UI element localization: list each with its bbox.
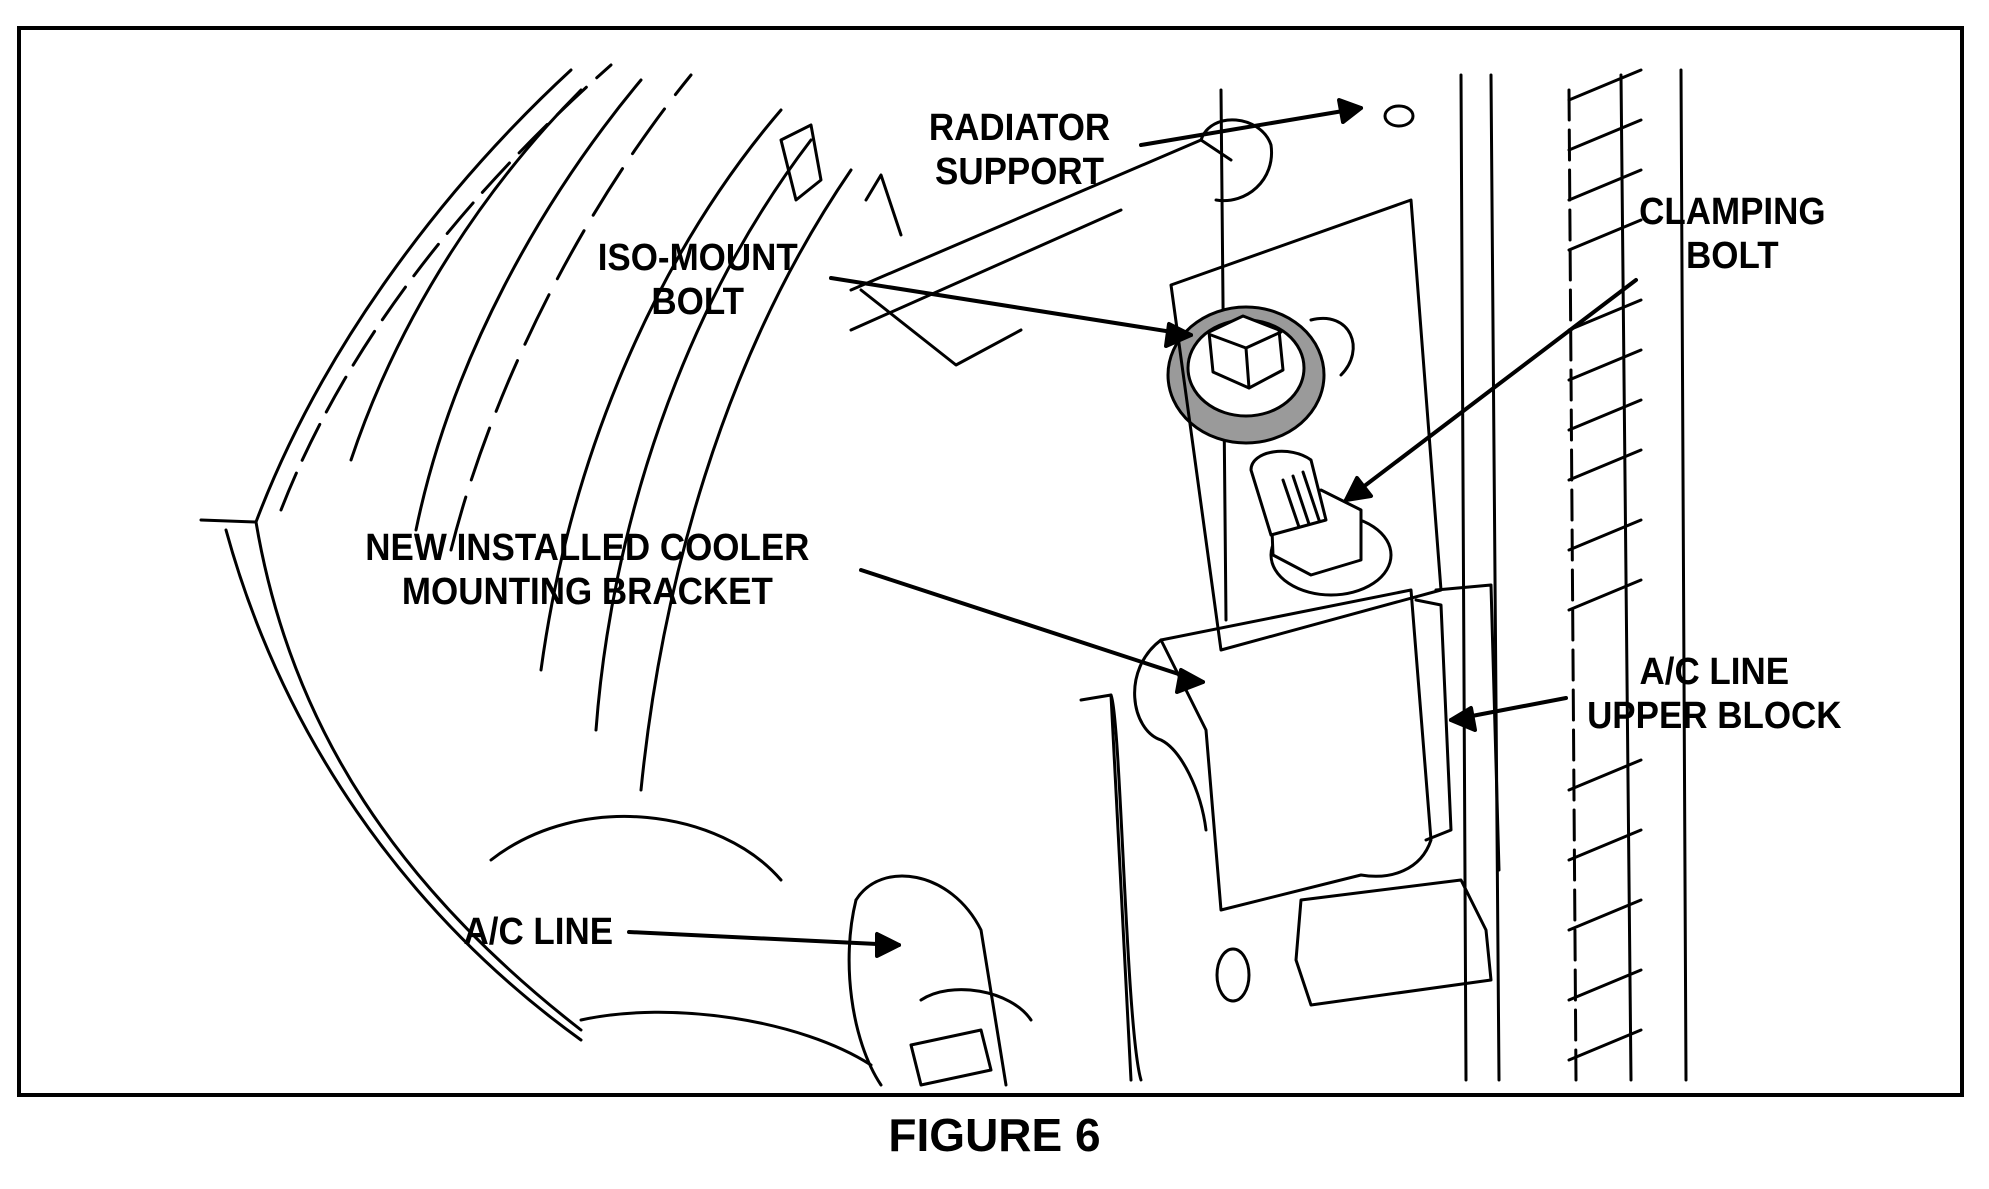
iso-mount-bolt-drawing — [1166, 305, 1355, 445]
ac-line-arrow — [627, 930, 901, 947]
shroud-outline — [199, 63, 873, 1067]
cooler-mounting-bracket — [1079, 588, 1493, 1082]
radiator-support-arrow — [1139, 106, 1363, 147]
label-iso-mount-bolt: ISO-MOUNT BOLT — [597, 237, 798, 323]
iso-mount-bolt-arrow — [829, 276, 1193, 337]
ac-line-drawing — [847, 583, 1501, 1087]
label-radiator-support: RADIATOR SUPPORT — [928, 107, 1111, 193]
figure-caption: FIGURE 6 — [888, 1109, 1101, 1161]
radiator-support-panel — [779, 73, 1633, 1082]
radiator-fins — [1567, 68, 1688, 1082]
label-ac-line-upper-block: A/C LINE UPPER BLOCK — [1587, 651, 1842, 737]
clamping-bolt-arrow — [1344, 278, 1638, 502]
engine-bay-illustration — [199, 63, 1688, 1087]
clamping-bolt-drawing — [1249, 449, 1393, 597]
label-cooler-bracket: NEW INSTALLED COOLER MOUNTING BRACKET — [365, 527, 810, 613]
label-clamping-bolt: CLAMPING BOLT — [1639, 191, 1826, 277]
figure-frame: RADIATOR SUPPORT ISO-MOUNT BOLT CLAMPING… — [17, 26, 1964, 1097]
leader-arrows — [627, 98, 1638, 958]
cooler-bracket-arrow — [859, 568, 1205, 684]
label-ac-line: A/C LINE — [463, 911, 614, 953]
